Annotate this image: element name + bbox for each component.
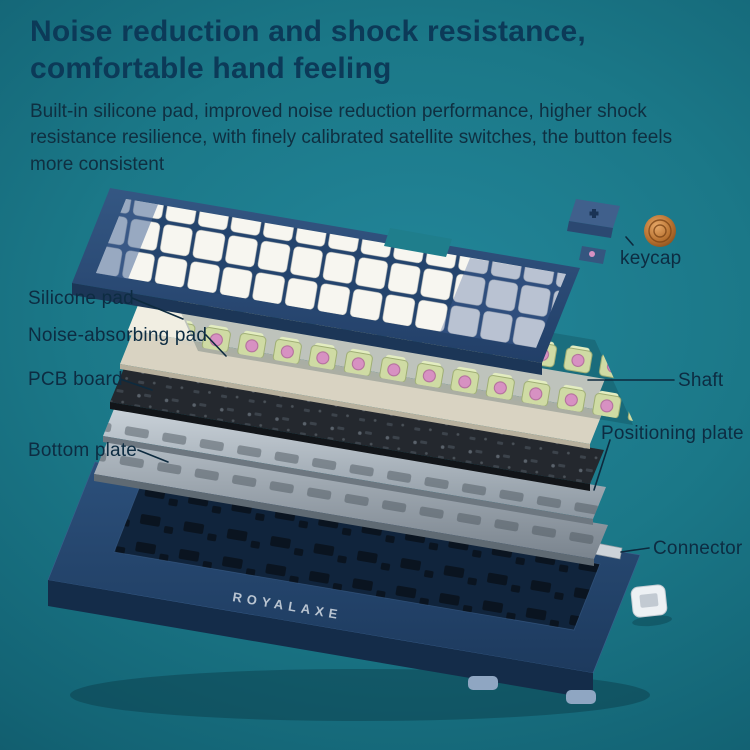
label-positioning-plate: Positioning plate	[601, 423, 744, 444]
spring-coil-ring2	[653, 224, 667, 238]
bottom-plate-layer	[94, 440, 608, 566]
leader-silicone-pad	[131, 297, 184, 320]
bottom-case: ROYALAXE	[47, 461, 641, 704]
label-connector: Connector	[653, 538, 743, 559]
leader-lines	[119, 236, 675, 553]
case-foot-right	[566, 690, 596, 704]
label-keycap: keycap	[620, 248, 682, 269]
case-foot-left	[468, 676, 498, 690]
positioning-plate-cutouts	[103, 404, 606, 519]
label-shaft: Shaft	[678, 370, 724, 391]
leader-bottom-plate	[137, 449, 169, 463]
keycap-stem-h	[589, 211, 599, 216]
detail-switch-stem	[589, 251, 595, 257]
page-title: Noise reduction and shock resistance, co…	[30, 14, 720, 87]
noise-pad-front	[120, 364, 590, 449]
label-noise-absorbing-pad: Noise-absorbing pad	[28, 325, 208, 346]
bottom-case-sockets	[114, 486, 600, 630]
keycaps-grid	[96, 199, 566, 348]
top-case-notch	[384, 228, 452, 257]
leader-noise-pad	[205, 334, 227, 357]
noise-pad-top	[120, 334, 602, 444]
leader-pcb	[119, 378, 153, 391]
bottom-plate-cutouts	[94, 440, 608, 559]
pcb-components	[110, 368, 604, 484]
detail-keycap-front	[567, 221, 613, 238]
noise-pad-layer	[120, 334, 602, 449]
bottom-case-front	[48, 580, 593, 699]
label-bottom-plate: Bottom plate	[28, 440, 138, 461]
keycaps-blue-right	[440, 258, 566, 348]
title-line-2: comfortable hand feeling	[30, 51, 392, 85]
label-pcb-board: PCB board	[28, 369, 123, 390]
dongle-shadow	[632, 615, 672, 627]
top-case-front	[72, 283, 542, 375]
keycaps-blue-left	[96, 199, 158, 279]
description-text: Built-in silicone pad, improved noise re…	[30, 101, 673, 175]
positioning-plate-front	[103, 436, 593, 525]
leader-connector	[620, 547, 650, 553]
pcb-layer	[110, 368, 604, 491]
dongle-plug	[639, 593, 659, 608]
keycap-detail	[567, 199, 676, 264]
title-line-1: Noise reduction and shock resistance,	[30, 15, 586, 48]
header: Noise reduction and shock resistance, co…	[30, 14, 720, 178]
leader-keycap	[625, 236, 634, 246]
spring-coil-ring1	[648, 219, 672, 243]
label-silicone-pad: Silicone pad	[28, 288, 134, 309]
pcb-front	[110, 402, 590, 491]
leader-positioning-plate	[593, 439, 611, 491]
top-case-layer	[72, 188, 580, 375]
positioning-plate-layer	[103, 404, 606, 525]
usb-dongle	[630, 584, 672, 627]
bottom-plate-front	[94, 474, 594, 566]
